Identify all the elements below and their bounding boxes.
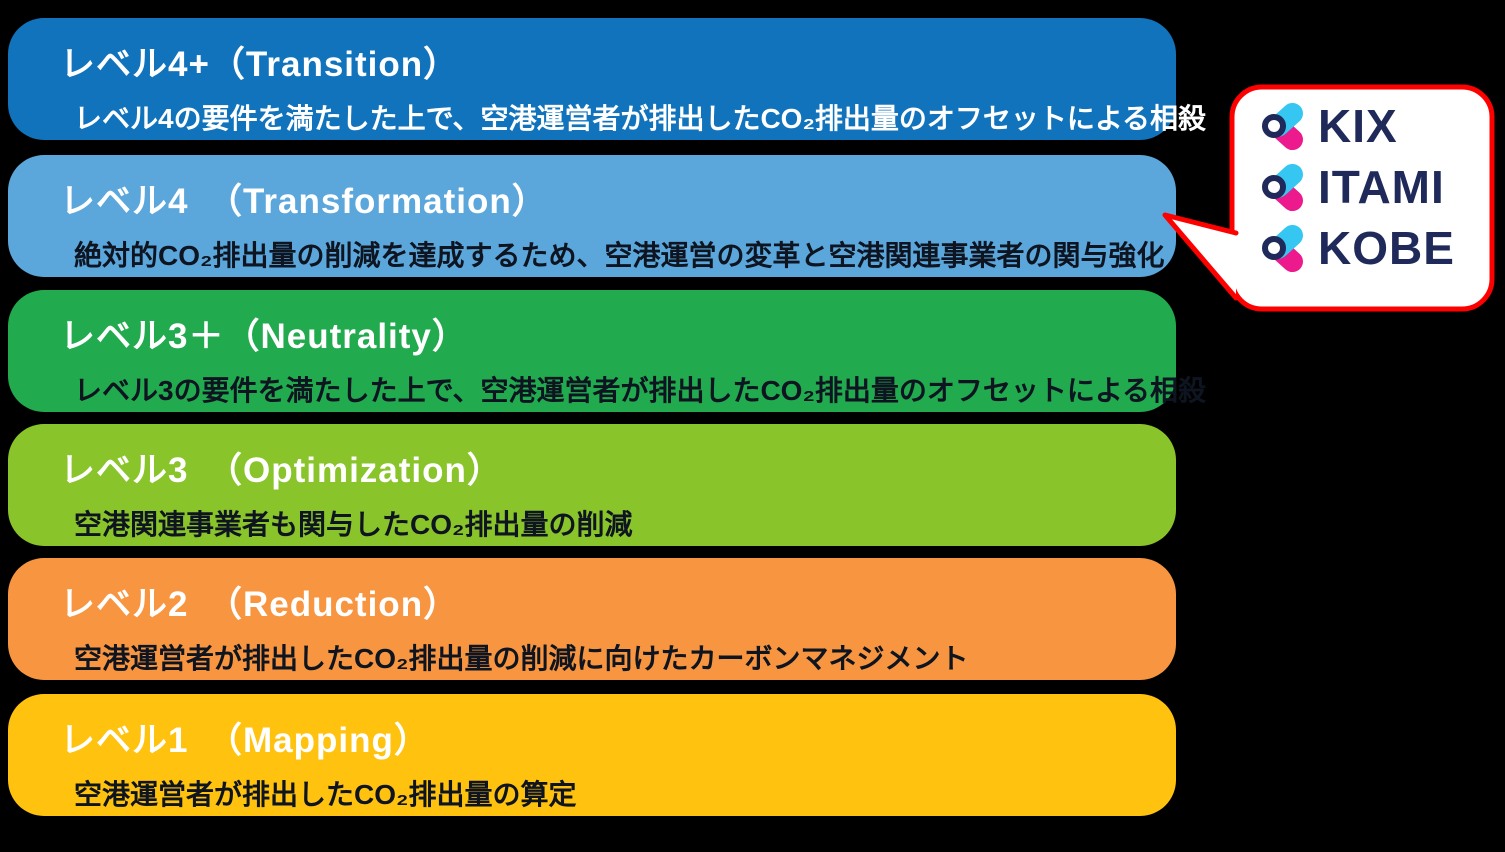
level-description: 空港運営者が排出したCO₂排出量の算定 xyxy=(74,779,577,810)
level-bar-4: レベル4 （Transformation） 絶対的CO₂排出量の削減を達成するた… xyxy=(8,155,1176,277)
level-bar-1: レベル1 （Mapping） 空港運営者が排出したCO₂排出量の算定 xyxy=(8,694,1176,816)
airport-logo-row-kix: KIX xyxy=(1262,98,1455,155)
level-bar-3plus: レベル3＋（Neutrality） レベル3の要件を満たした上で、空港運営者が排… xyxy=(8,290,1206,412)
level-bar-3: レベル3 （Optimization） 空港関連事業者も関与したCO₂排出量の削… xyxy=(8,424,1176,546)
kansai-airports-logo-icon xyxy=(1262,159,1308,216)
airport-logo-row-kobe: KOBE xyxy=(1262,220,1455,277)
level-title: レベル4 （Transformation） xyxy=(60,182,548,221)
airport-code-label: KOBE xyxy=(1318,222,1455,274)
level-description: 空港運営者が排出したCO₂排出量の削減に向けたカーボンマネジメント xyxy=(74,643,969,674)
speech-bubble-tail xyxy=(1162,212,1239,301)
logo-ring-icon xyxy=(1262,114,1286,138)
level-title: レベル1 （Mapping） xyxy=(60,721,430,760)
airport-code-label: ITAMI xyxy=(1318,161,1445,213)
level-description: 空港関連事業者も関与したCO₂排出量の削減 xyxy=(74,509,633,540)
logo-ring-icon xyxy=(1262,175,1286,199)
airport-logo-list: KIX ITAMI KOBE xyxy=(1262,98,1455,285)
kansai-airports-logo-icon xyxy=(1262,98,1308,155)
level-title: レベル3 （Optimization） xyxy=(60,451,503,490)
airport-code-label: KIX xyxy=(1318,100,1398,152)
airport-logo-row-itami: ITAMI xyxy=(1262,159,1455,216)
level-title: レベル4+（Transition） xyxy=(60,45,460,84)
level-title: レベル3＋（Neutrality） xyxy=(60,317,468,356)
level-bar-2: レベル2 （Reduction） 空港運営者が排出したCO₂排出量の削減に向けた… xyxy=(8,558,1176,680)
level-bar-4plus: レベル4+（Transition） レベル4の要件を満たした上で、空港運営者が排… xyxy=(8,18,1206,140)
airports-callout: KIX ITAMI KOBE xyxy=(1150,80,1505,325)
level-title: レベル2 （Reduction） xyxy=(60,585,460,624)
level-description: 絶対的CO₂排出量の削減を達成するため、空港運営の変革と空港関連事業者の関与強化 xyxy=(74,240,1165,271)
level-description: レベル3の要件を満たした上で、空港運営者が排出したCO₂排出量のオフセットによる… xyxy=(74,375,1207,406)
logo-ring-icon xyxy=(1262,236,1286,260)
level-description: レベル4の要件を満たした上で、空港運営者が排出したCO₂排出量のオフセットによる… xyxy=(74,103,1207,134)
kansai-airports-logo-icon xyxy=(1262,220,1308,277)
